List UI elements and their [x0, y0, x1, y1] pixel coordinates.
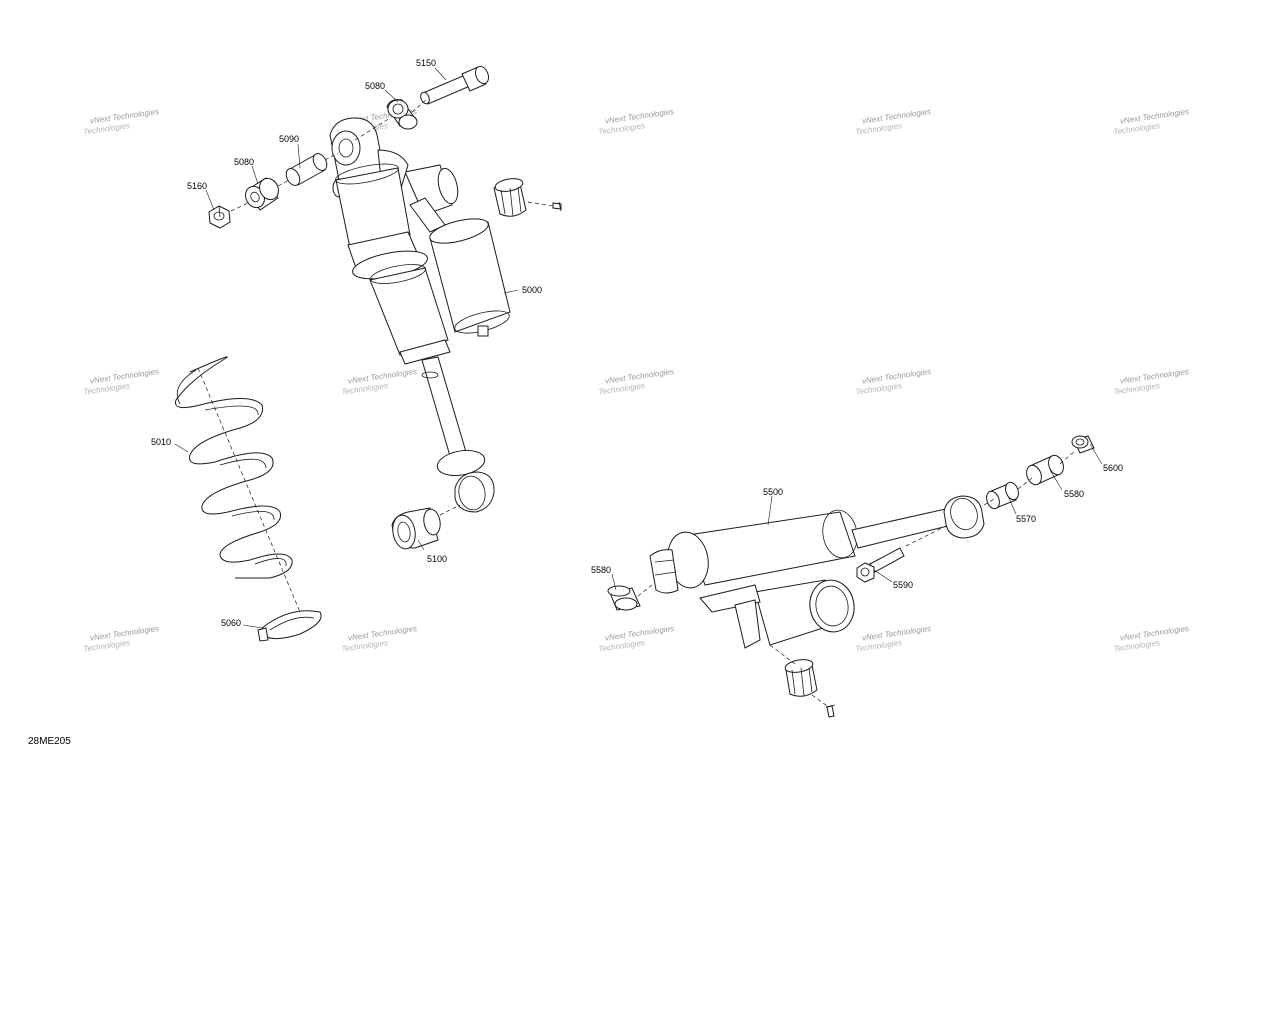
callout-5090: 5090	[279, 134, 299, 144]
callout-5150: 5150	[416, 58, 436, 68]
callout-5000: 5000	[522, 285, 542, 295]
rear-shock-reservoir	[699, 579, 855, 649]
figure-id: 28ME205	[28, 736, 71, 747]
callout-5060: 5060	[221, 618, 241, 628]
rear-adjuster-knob	[769, 644, 836, 718]
spring-clip-5060	[257, 610, 322, 642]
callout-5600: 5600	[1103, 463, 1123, 473]
bushing-5570	[986, 481, 1019, 510]
rear-shock-main-body	[649, 509, 858, 594]
bushing-5100	[391, 507, 441, 550]
bushing-5080-left	[245, 177, 279, 211]
shock-reservoir	[429, 218, 511, 337]
leader-lines	[174, 67, 1103, 629]
callout-5580-left: 5580	[591, 565, 611, 575]
rear-shock-hardware	[607, 435, 1095, 611]
sleeve-5090	[285, 153, 328, 186]
reservoir-connector	[404, 164, 459, 233]
bushing-5080-top	[386, 99, 418, 130]
bushing-5580-left	[607, 585, 641, 611]
callout-5590: 5590	[893, 580, 913, 590]
callout-5500: 5500	[763, 487, 783, 497]
callout-5580-right: 5580	[1064, 489, 1084, 499]
rear-shock-shaft	[851, 495, 985, 549]
callout-5080-top: 5080	[365, 81, 385, 91]
coil-spring-5010	[175, 356, 301, 613]
rebound-adjuster-knob	[493, 178, 562, 217]
callout-5100: 5100	[427, 554, 447, 564]
shock-main-body	[335, 163, 451, 365]
bushing-5580-right	[1026, 454, 1064, 486]
callout-5010: 5010	[151, 437, 171, 447]
shock-shaft	[421, 356, 467, 457]
callout-labels: 5150 5080 5090 5080 5160 5000 5010 5100 …	[151, 58, 1123, 628]
callout-5080-left: 5080	[234, 157, 254, 167]
shock-bottom-eye	[436, 449, 495, 513]
bolt-5590	[856, 547, 905, 583]
front-shock-hardware	[208, 65, 490, 550]
callout-5570: 5570	[1016, 514, 1036, 524]
callout-5160: 5160	[187, 181, 207, 191]
bolt-5150	[420, 65, 490, 105]
bushing-5600	[1071, 435, 1095, 454]
rear-shock-assembly	[649, 495, 985, 718]
nut-5160	[208, 205, 231, 229]
front-shock-assembly	[329, 117, 562, 513]
